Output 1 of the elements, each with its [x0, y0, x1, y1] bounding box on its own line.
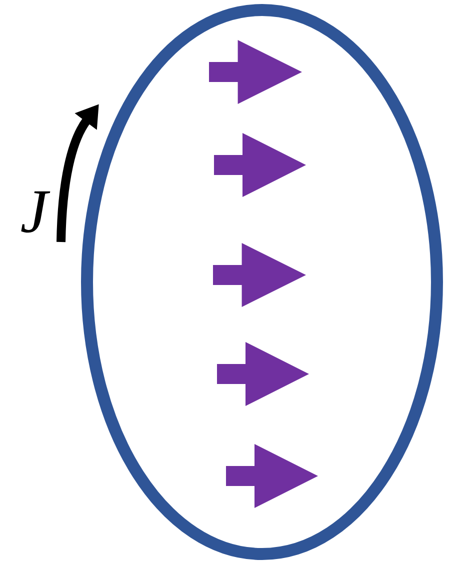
symbol-label: J	[21, 191, 50, 233]
